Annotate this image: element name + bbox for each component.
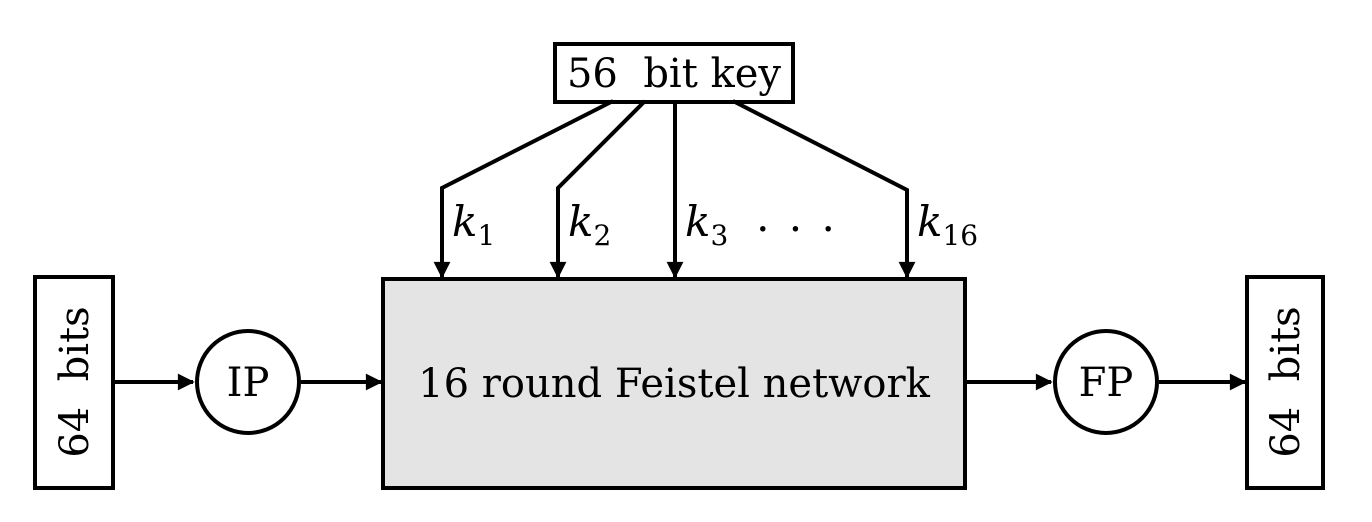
- subkey-ellipsis: . . .: [756, 192, 838, 241]
- key-box-label: 56 bit key: [567, 51, 781, 97]
- fp-circle: [1053, 329, 1159, 435]
- subkey-label-k16: k16: [917, 197, 978, 252]
- subkey-arrow-k16: [732, 99, 916, 279]
- subkey-label-k2: k2: [568, 197, 611, 252]
- ip-label: IP: [227, 360, 270, 406]
- subkey-arrow-k1: [433, 99, 614, 279]
- output-bits-label: 64 bits: [1263, 306, 1309, 457]
- output-bits-box: [1245, 275, 1325, 490]
- input-bits-label: 64 bits: [52, 306, 98, 457]
- subkey-arrow-k2: [549, 99, 647, 279]
- feistel-box: [381, 277, 967, 490]
- input-bits-box: [33, 275, 115, 490]
- subkey-label-k1: k1: [452, 197, 495, 252]
- ip-circle: [195, 329, 301, 435]
- subkey-label-k3: k3: [685, 197, 728, 252]
- fp-label: FP: [1079, 360, 1134, 406]
- feistel-box-label: 16 round Feistel network: [418, 361, 930, 407]
